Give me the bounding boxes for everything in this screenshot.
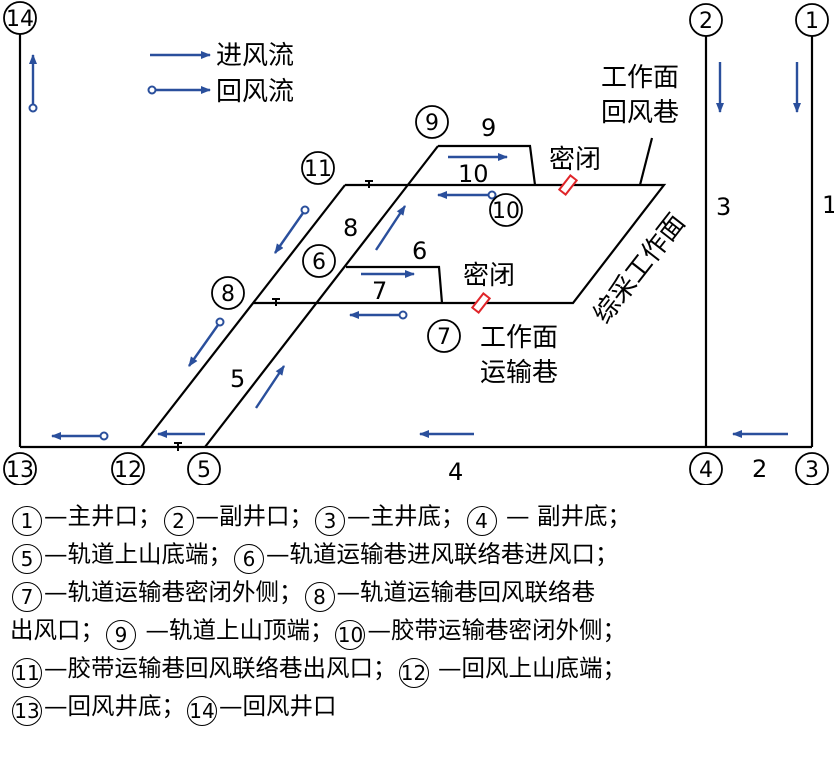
legend-line-1: 1—主井口；2—副井口；3—主井底；4 — 副井底；	[0, 498, 834, 536]
legend-num-2: 2	[163, 506, 194, 536]
legend-item-1: —主井口；	[44, 502, 162, 530]
seal-upper-label: 密闭	[549, 145, 601, 175]
ventilation-network-diagram: 进风流 回风流 14 2 1 9 11 10 6 8 7	[3, 1, 834, 485]
node-legend: 1—主井口；2—副井口；3—主井底；4 — 副井底； 5—轨道上山底端；6—轨道…	[0, 498, 834, 758]
legend-num-9: 9	[106, 620, 136, 650]
legend-num-12: 12	[398, 658, 429, 688]
legend-num-6: 6	[234, 544, 264, 574]
legend-item-5: —轨道上山底端；	[44, 540, 232, 568]
branch-9: 9	[481, 114, 496, 142]
legend-line-6: 13—回风井底；14—回风井口	[0, 688, 834, 726]
legend-return-text: 回风流	[216, 77, 294, 107]
legend-item-8: —轨道运输巷回风联络巷	[336, 578, 596, 606]
branch-1: 1	[822, 191, 834, 219]
track-uphill-line	[204, 145, 439, 448]
branch-8: 8	[343, 214, 358, 242]
belt-roadway-line	[253, 183, 667, 305]
legend-num-4: 4	[466, 506, 497, 536]
return-arrows	[28, 54, 497, 441]
node-markers: 14 2 1 9 11 10 6 8 7 13 12 5 4 3	[3, 1, 829, 485]
legend-item-2: —副井口；	[195, 502, 314, 530]
branch-3: 3	[716, 193, 731, 221]
legend-item-6: —轨道运输巷进风联络巷进风口；	[266, 540, 619, 568]
legend-num-8: 8	[304, 582, 335, 612]
legend-intake-text: 进风流	[216, 41, 294, 71]
legend-num-11: 11	[12, 658, 42, 688]
legend-line-4: 出风口；9 —轨道上山顶端；10—胶带运输巷密闭外侧；	[0, 612, 834, 650]
return-arrow-tail	[147, 85, 157, 95]
roadway-lines	[18, 34, 814, 449]
branch-numbers: 1 3 2 4 5 8 9 10 6 7	[230, 114, 834, 485]
legend-item-7: —轨道运输巷密闭外侧；	[44, 578, 303, 606]
legend-line-5: 11—胶带运输巷回风联络巷出风口；12 —回风上山底端；	[0, 650, 834, 688]
legend-item-10: —胶带运输巷密闭外侧；	[367, 616, 626, 644]
branch-7: 7	[372, 277, 387, 305]
legend-item-9: —轨道上山顶端；	[138, 616, 334, 644]
intake-arrows	[157, 62, 801, 438]
legend-item-4: — 副井底；	[498, 502, 631, 530]
legend-item-13: —回风井底；	[44, 692, 185, 720]
branch-6-line	[346, 265, 444, 304]
seal-lower-label: 密闭	[463, 261, 515, 291]
node-1: 1	[805, 9, 819, 34]
node-11: 11	[304, 157, 332, 182]
node-8: 8	[221, 282, 235, 307]
work-face-transport-label-2: 运输巷	[480, 358, 558, 388]
legend-item-8b: 出风口；	[10, 616, 104, 644]
legend-item-11: —胶带运输巷回风联络巷出风口；	[44, 654, 397, 682]
node-9: 9	[425, 111, 439, 136]
branch-2: 2	[752, 455, 767, 483]
branch-5: 5	[230, 365, 245, 393]
seal-lower-mark	[470, 292, 492, 314]
legend-line-3: 7—轨道运输巷密闭外侧；8—轨道运输巷回风联络巷	[0, 574, 834, 612]
branch-6: 6	[412, 237, 427, 265]
return-roadway-pointer-line	[638, 137, 654, 186]
node-4: 4	[699, 458, 713, 483]
node-13: 13	[6, 458, 34, 483]
node-6: 6	[312, 250, 326, 275]
work-face-return-label-1: 工作面	[601, 63, 679, 93]
branch-9-line	[438, 144, 537, 186]
legend-num-1: 1	[12, 506, 42, 536]
legend-num-3: 3	[315, 506, 345, 536]
work-face-transport-label-1: 工作面	[480, 323, 558, 353]
legend-item-12: —回风上山底端；	[430, 654, 626, 682]
seal-marks	[470, 174, 579, 314]
node-10: 10	[492, 199, 520, 224]
node-14: 14	[6, 7, 34, 32]
node-2: 2	[699, 9, 713, 34]
legend-num-14: 14	[187, 696, 217, 726]
seal-upper-mark	[557, 174, 579, 196]
legend-num-10: 10	[335, 620, 366, 650]
door-marks	[174, 180, 373, 451]
mining-face-label: 综采工作面	[588, 208, 692, 329]
legend-item-14: —回风井口	[219, 692, 337, 720]
node-12: 12	[114, 458, 142, 483]
legend-num-7: 7	[12, 582, 42, 612]
legend-item-3: —主井底；	[347, 502, 465, 530]
work-face-return-label-2: 回风巷	[601, 98, 679, 128]
node-3: 3	[805, 458, 819, 483]
legend-num-5: 5	[12, 544, 42, 574]
branch-4: 4	[448, 458, 463, 485]
return-uphill-line	[140, 184, 346, 448]
node-5: 5	[197, 458, 211, 483]
branch-10: 10	[458, 160, 489, 188]
legend-line-2: 5—轨道上山底端；6—轨道运输巷进风联络巷进风口；	[0, 536, 834, 574]
node-7: 7	[437, 325, 451, 350]
legend-num-13: 13	[12, 696, 42, 726]
